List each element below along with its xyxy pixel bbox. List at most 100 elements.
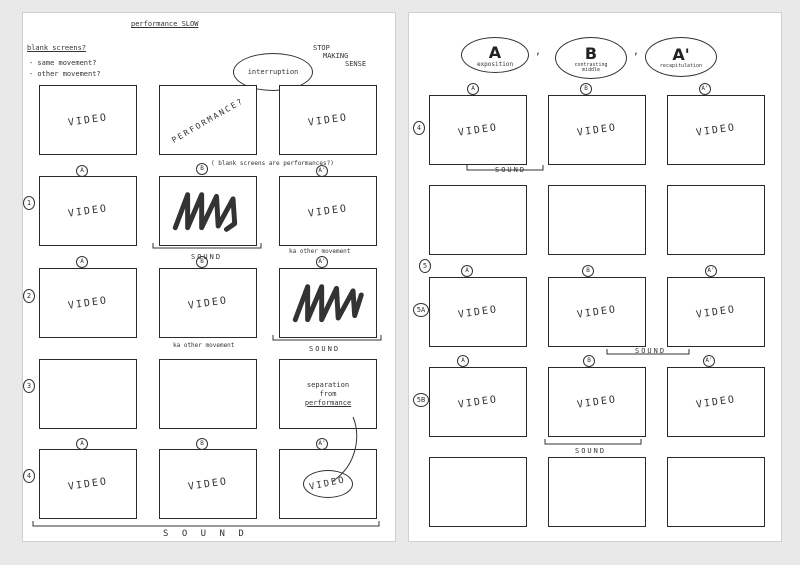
separation-line-2: from <box>319 389 337 398</box>
header-oval-b: B contrasting middle <box>555 37 627 79</box>
storyboard-frame-blank <box>159 359 257 429</box>
letter-marker: A <box>467 83 479 95</box>
storyboard-frame: VIDEO <box>39 176 137 246</box>
storyboard-frame: VIDEO <box>39 268 137 338</box>
frame-label: VIDEO <box>187 475 229 493</box>
row-number: 5A <box>413 303 429 317</box>
letter-marker: A' <box>316 256 328 268</box>
letter-marker: B <box>583 355 595 367</box>
header-letter: B <box>584 43 598 63</box>
frame-label: VIDEO <box>67 202 109 220</box>
frame-label: VIDEO <box>67 111 109 129</box>
sound-label: SOUND <box>635 347 667 355</box>
storyboard-frame: separation from performance <box>279 359 377 429</box>
letter-marker: B <box>580 83 592 95</box>
row-number: 5 <box>419 259 431 273</box>
note-blank-screens: blank screens? <box>27 44 87 52</box>
storyboard-frame: PERFORMANCE? <box>159 85 257 155</box>
stop-note-2: MAKING <box>323 52 349 60</box>
storyboard-frame-blank <box>429 457 527 527</box>
letter-marker: A <box>461 265 473 277</box>
row-number: 1 <box>23 196 35 210</box>
blank-screens-note: ( blank screens are performances?) <box>211 160 334 167</box>
header-label: recapitulation <box>659 63 703 69</box>
letter-marker: A' <box>699 83 711 95</box>
row-number: 4 <box>413 121 425 135</box>
separation-line-1: separation <box>306 380 350 389</box>
stop-note-1: STOP <box>313 44 330 52</box>
header-oval-a: A exposition <box>461 37 529 73</box>
storyboard-frame: VIDEO <box>279 176 377 246</box>
frame-label: VIDEO <box>457 303 499 321</box>
frame-label: VIDEO <box>457 393 499 411</box>
header-letter: A <box>488 42 502 62</box>
letter-marker: A' <box>705 265 717 277</box>
scribble-mark <box>172 192 237 232</box>
frame-label: VIDEO <box>695 303 737 321</box>
note-same-movement: - same movement? <box>29 59 97 67</box>
letter-marker: B <box>582 265 594 277</box>
storyboard-frame-scribble <box>159 176 257 246</box>
stop-note-3: SENSE <box>345 60 367 68</box>
frame-label: VIDEO <box>576 303 618 321</box>
sound-bracket <box>466 165 544 171</box>
storyboard-frame-blank <box>548 457 646 527</box>
storyboard-frame-blank <box>667 185 765 255</box>
letter-marker: B <box>196 256 208 268</box>
storyboard-frame-blank <box>667 457 765 527</box>
row-number: 5B <box>413 393 429 407</box>
sound-bracket-long <box>32 521 380 527</box>
storyboard-sheet-right: A exposition , B contrasting middle , A'… <box>408 12 782 542</box>
separation-line-3: performance <box>304 398 352 407</box>
storyboard-frame: VIDEO <box>667 95 765 165</box>
storyboard-frame: VIDEO <box>39 85 137 155</box>
storyboard-frame: VIDEO <box>429 95 527 165</box>
sound-label: SOUND <box>495 166 527 174</box>
sound-label-big: S O U N D <box>163 529 248 539</box>
storyboard-frame: VIDEO <box>429 367 527 437</box>
storyboard-frame: VIDEO <box>159 268 257 338</box>
header-oval-a-prime: A' recapitulation <box>645 37 717 77</box>
sound-bracket <box>272 335 382 341</box>
sheet-title: performance SLOW <box>131 20 199 28</box>
sound-bracket <box>606 349 690 355</box>
scribble-mark <box>292 284 364 322</box>
letter-marker: B <box>196 163 208 175</box>
row-number: 3 <box>23 379 35 393</box>
note-other-movement: - other movement? <box>29 70 101 78</box>
frame-label: VIDEO <box>307 202 349 220</box>
storyboard-frame: VIDEO <box>548 95 646 165</box>
header-label: exposition <box>476 60 514 68</box>
frame-label: VIDEO <box>187 294 229 312</box>
header-letter: A' <box>672 45 690 64</box>
frame-label: VIDEO <box>695 393 737 411</box>
storyboard-frame: VIDEO <box>548 277 646 347</box>
frame-label: VIDEO <box>695 121 737 139</box>
storyboard-frame: VIDEO <box>279 85 377 155</box>
video-circle: VIDEO <box>303 470 353 498</box>
storyboard-frame-blank <box>39 359 137 429</box>
storyboard-frame: VIDEO <box>159 449 257 519</box>
sound-bracket <box>544 439 642 445</box>
sound-bracket <box>152 243 262 249</box>
frame-label: VIDEO <box>67 294 109 312</box>
row-number: 2 <box>23 289 35 303</box>
frame-label: VIDEO <box>457 121 499 139</box>
storyboard-frame: VIDEO <box>429 277 527 347</box>
frame-label: PERFORMANCE? <box>170 95 246 145</box>
storyboard-frame: VIDEO <box>279 449 377 519</box>
storyboard-frame: VIDEO <box>667 367 765 437</box>
storyboard-frame: VIDEO <box>548 367 646 437</box>
storyboard-frame: VIDEO <box>39 449 137 519</box>
storyboard-sheet-left: performance SLOW blank screens? - same m… <box>22 12 396 542</box>
storyboard-frame-blank <box>548 185 646 255</box>
storyboard-frame-scribble <box>279 268 377 338</box>
other-movement-note: ka other movement <box>289 248 351 255</box>
connector-line <box>332 416 358 482</box>
frame-label: VIDEO <box>307 111 349 129</box>
storyboard-frame-blank <box>429 185 527 255</box>
frame-label: VIDEO <box>576 121 618 139</box>
storyboard-frame: VIDEO <box>667 277 765 347</box>
interruption-bubble: interruption <box>233 53 313 91</box>
sound-label: SOUND <box>575 447 607 455</box>
